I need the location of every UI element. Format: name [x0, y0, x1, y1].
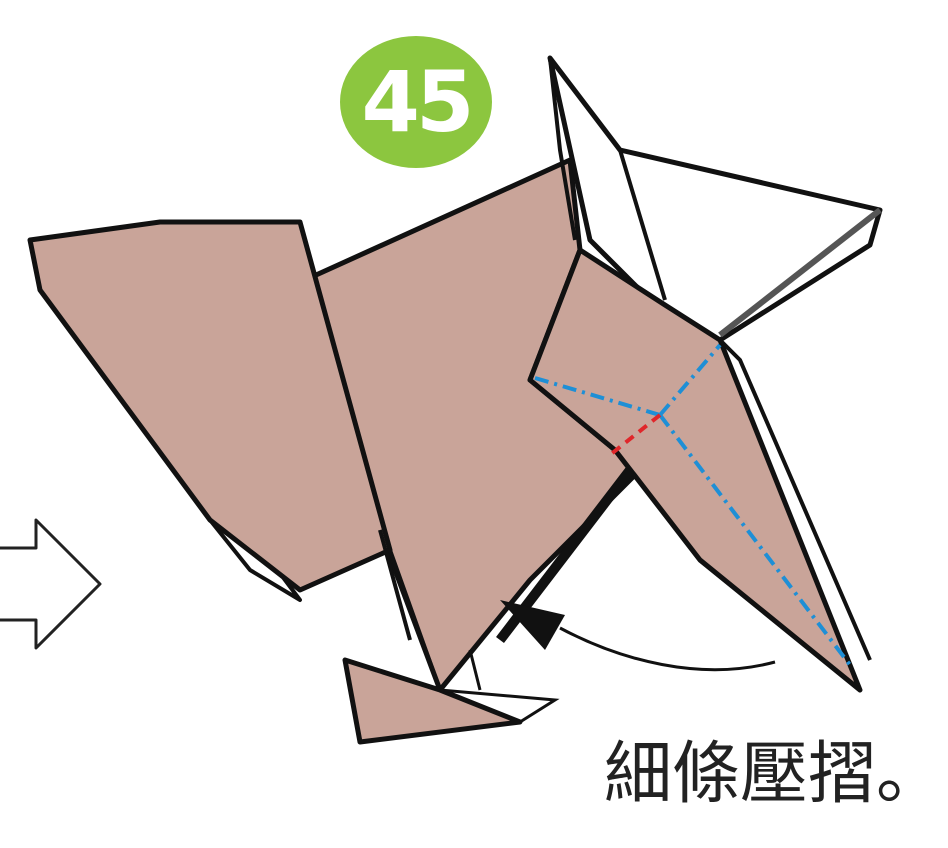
right-arrow-icon	[0, 518, 102, 650]
head-panel	[527, 247, 863, 693]
valley-fold-lines	[534, 343, 852, 667]
step-number-badge: 45	[340, 36, 492, 168]
head-edge	[698, 338, 872, 692]
mountain-fold-line	[608, 413, 662, 457]
body-crease	[299, 529, 442, 691]
fold-arrow-curve	[559, 626, 776, 672]
instruction-text: 細條壓摺。	[604, 735, 945, 814]
foot-edge	[439, 649, 560, 724]
fold-direction-arrow-icon	[500, 600, 565, 650]
step-number: 45	[361, 53, 475, 151]
ear-shadow	[718, 207, 882, 338]
ear-crease	[548, 57, 872, 342]
